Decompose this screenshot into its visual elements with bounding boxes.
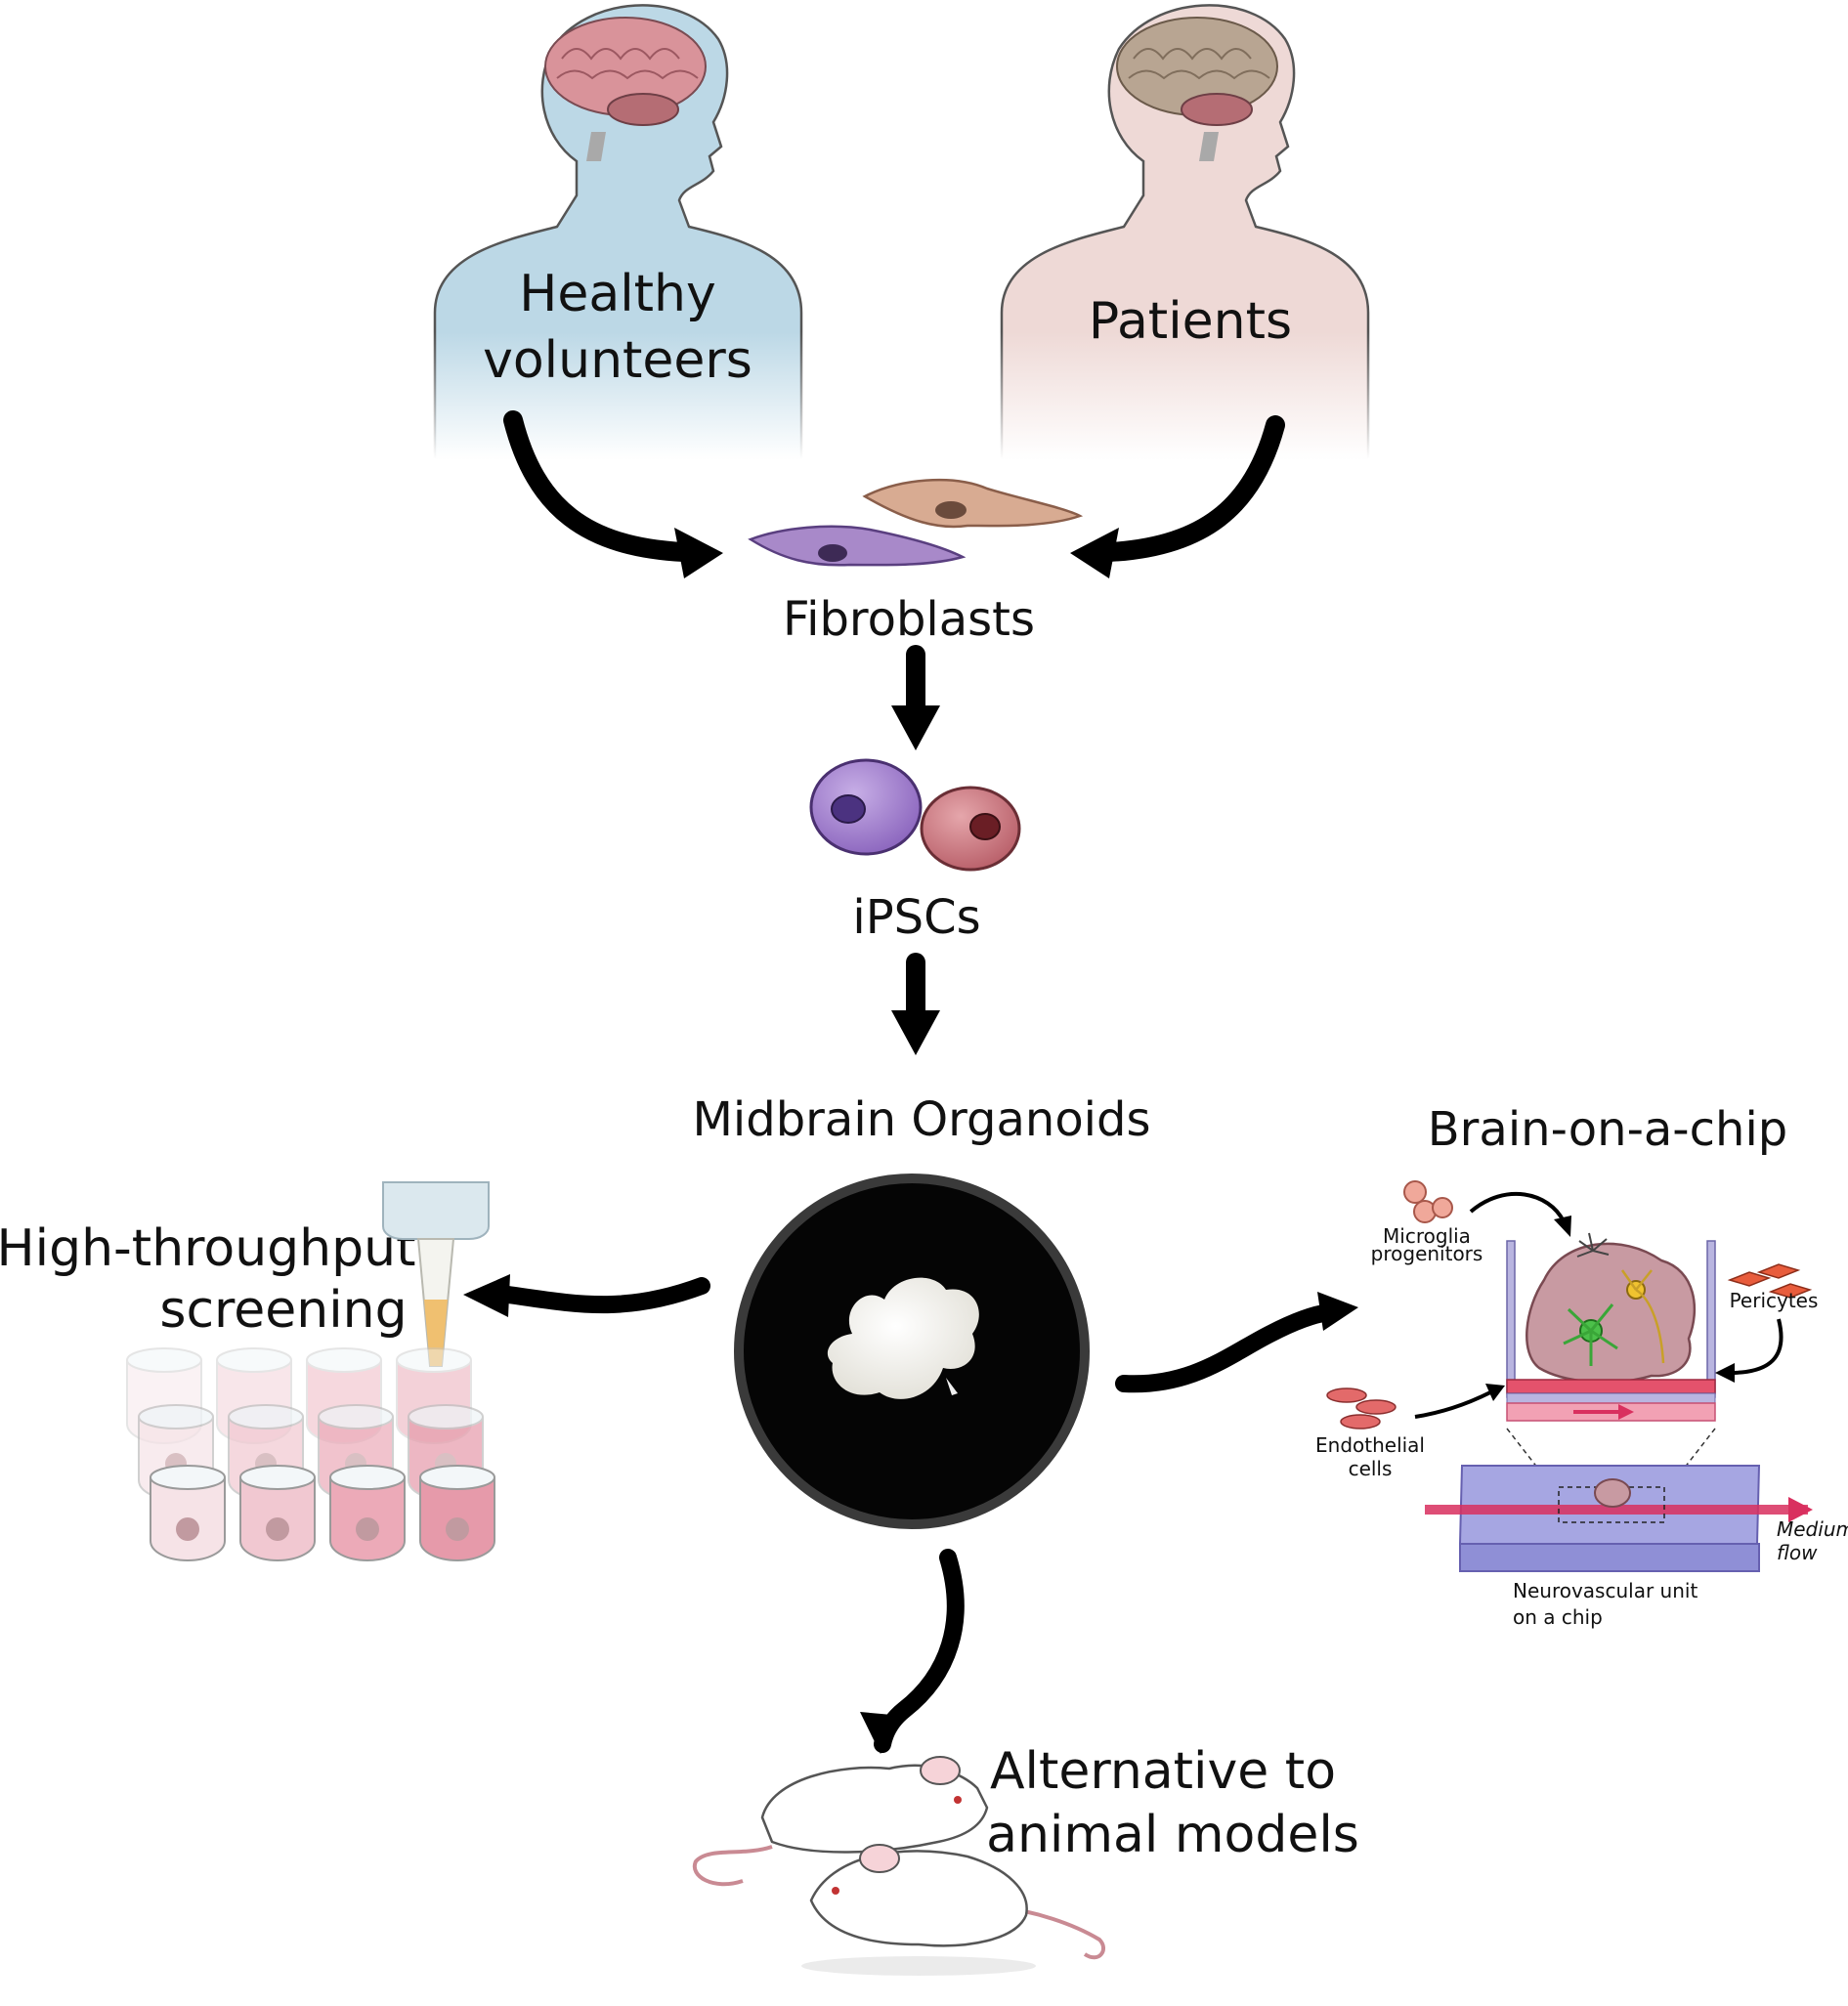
patient-figure bbox=[1000, 4, 1370, 461]
endothelial-label-line1: Endothelial bbox=[1315, 1433, 1425, 1457]
nvu-label-line1: Neurovascular unit bbox=[1513, 1579, 1698, 1602]
ipsc-cells-icon bbox=[809, 758, 1021, 872]
pericytes-icon bbox=[1727, 1263, 1813, 1299]
hts-label-line2: screening bbox=[159, 1281, 407, 1340]
patient-brain-icon bbox=[1116, 17, 1278, 161]
mouse-front-icon bbox=[801, 1844, 1105, 1976]
pericytes-label: Pericytes bbox=[1730, 1289, 1819, 1312]
healthy-volunteer-figure bbox=[433, 4, 803, 461]
arrow-organoid-to-screening bbox=[463, 1274, 710, 1317]
arrow-healthy-to-fibroblasts bbox=[503, 410, 723, 578]
healthy-brain-icon bbox=[544, 17, 707, 161]
medium-flow-label-line2: flow bbox=[1777, 1541, 1818, 1564]
fibroblast-cells-icon bbox=[748, 478, 1084, 567]
mouse-back-icon bbox=[692, 1756, 989, 1887]
fibroblasts-label: Fibroblasts bbox=[783, 592, 1035, 647]
ipscs-label: iPSCs bbox=[852, 890, 980, 945]
hts-label-line1: High-throughput bbox=[0, 1219, 415, 1278]
neuron-yellow-icon bbox=[1620, 1269, 1665, 1364]
neuron-green-icon bbox=[1563, 1303, 1618, 1366]
pipette-icon bbox=[382, 1181, 490, 1367]
alt-label-line1: Alternative to bbox=[990, 1742, 1336, 1801]
well-plate-icon bbox=[126, 1347, 495, 1561]
midbrain-organoids-label: Midbrain Organoids bbox=[692, 1092, 1150, 1147]
microglia-icon bbox=[1403, 1180, 1453, 1223]
brain-on-chip-illustration: Microglia progenitors bbox=[1315, 1180, 1848, 1629]
arrow-fibroblasts-to-ipscs bbox=[891, 645, 940, 750]
mice-illustration bbox=[692, 1756, 1105, 1976]
arrow-patients-to-fibroblasts bbox=[1070, 415, 1285, 578]
arrow-ipscs-to-organoids bbox=[891, 953, 940, 1055]
nvu-label-line2: on a chip bbox=[1513, 1605, 1603, 1629]
microglia-cell-icon bbox=[1576, 1232, 1610, 1258]
microglia-label-line2: progenitors bbox=[1371, 1242, 1483, 1265]
microglia-label-line1: Microglia bbox=[1383, 1224, 1471, 1248]
arrow-organoid-to-chip bbox=[1115, 1292, 1358, 1393]
arrow-organoid-to-animals bbox=[860, 1549, 965, 1754]
chip-chamber bbox=[1506, 1232, 1716, 1422]
organoid-photo bbox=[734, 1174, 1090, 1529]
patients-label: Patients bbox=[1089, 292, 1292, 351]
endothelial-label-line2: cells bbox=[1349, 1457, 1393, 1480]
healthy-label-line2: volunteers bbox=[483, 331, 752, 390]
healthy-label-line1: Healthy bbox=[519, 265, 716, 323]
medium-flow-label-line1: Medium bbox=[1777, 1517, 1848, 1541]
alt-label-line2: animal models bbox=[986, 1806, 1359, 1864]
endothelial-cells-icon bbox=[1326, 1387, 1397, 1430]
brain-on-chip-label: Brain-on-a-chip bbox=[1428, 1102, 1788, 1157]
chip-device bbox=[1425, 1465, 1813, 1572]
